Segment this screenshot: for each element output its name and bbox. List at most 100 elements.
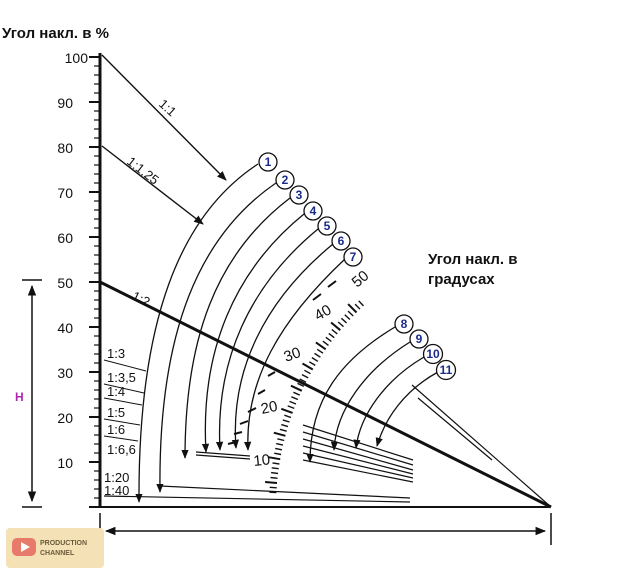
degree-tick-mark (293, 392, 299, 395)
degree-tick-mark (326, 337, 332, 341)
svg-text:9: 9 (416, 332, 423, 346)
degree-tick-mark (323, 341, 329, 345)
y-tick-60: 60 (57, 230, 73, 246)
svg-text:5: 5 (324, 219, 331, 233)
ratio-1-125: 1:1,25 (124, 154, 162, 188)
degree-tick-mark (280, 429, 287, 431)
marker-1: 1 (259, 153, 277, 171)
y-tick-100: 100 (65, 50, 89, 66)
marker-6: 6 (332, 232, 350, 250)
degree-tick-20: 20 (259, 398, 279, 418)
marker-9: 9 (410, 330, 428, 348)
degree-tick-30: 30 (282, 344, 303, 366)
degree-tick-mark (332, 330, 338, 334)
degree-tick-mark (274, 433, 286, 436)
y-tick-30: 30 (57, 365, 73, 381)
y-tick-50: 50 (57, 275, 73, 291)
marker-8: 8 (395, 315, 413, 333)
svg-text:4: 4 (310, 204, 317, 218)
svg-text:1: 1 (265, 155, 272, 169)
leader-marker-3 (185, 198, 290, 458)
height-dimension: H (15, 280, 42, 507)
marker-2: 2 (276, 171, 294, 189)
degree-tick-mark (271, 473, 278, 474)
slope-line-b (418, 398, 492, 460)
y-tick-40: 40 (57, 320, 73, 336)
leader-1-1 (102, 55, 226, 180)
y-axis-title: Угол накл. в % (2, 25, 109, 42)
leader-marker-1 (139, 164, 258, 502)
ratio-1-6-6: 1:6,6 (107, 442, 136, 457)
degree-tick-mark (316, 342, 326, 349)
svg-text:7: 7 (350, 250, 357, 264)
svg-text:11: 11 (440, 363, 453, 377)
degree-tick-mark (268, 457, 280, 459)
degree-tick-mark (272, 468, 279, 469)
ratio-1-4: 1:4 (107, 384, 125, 399)
degree-tick-mark (303, 364, 313, 370)
degree-tick-mark (275, 448, 282, 449)
degree-tick-mark (331, 323, 340, 331)
watermark-line2: CHANNEL (40, 550, 75, 557)
degree-tick-mark (315, 353, 321, 357)
ratio-1-6: 1:6 (107, 422, 125, 437)
percent-scale: 100 90 80 70 60 50 40 30 20 10 (57, 50, 100, 508)
svg-text:2: 2 (282, 173, 289, 187)
marker-5: 5 (318, 217, 336, 235)
degree-tick-mark (283, 420, 290, 422)
degree-tick-40: 40 (312, 301, 335, 324)
degree-tick-mark (276, 444, 283, 446)
degree-tick-mark (270, 487, 277, 488)
percent-minor-ticks (89, 57, 100, 507)
degree-tick-mark (329, 333, 335, 337)
svg-text:3: 3 (296, 188, 303, 202)
degree-tick-mark (271, 478, 278, 479)
degree-tick-mark (290, 401, 297, 404)
degree-tick-mark (274, 453, 281, 454)
y-tick-90: 90 (57, 95, 73, 111)
degree-tick-mark (348, 304, 356, 312)
y-tick-70: 70 (57, 185, 73, 201)
ratio-leaders (102, 55, 226, 224)
percent-tick-labels: 100 90 80 70 60 50 40 30 20 10 (57, 50, 88, 471)
marker-leaders (139, 164, 438, 502)
degree-tick-mark (281, 425, 288, 427)
degree-tick-mark (291, 397, 298, 400)
base-dimension (100, 507, 551, 545)
marker-3: 3 (290, 186, 308, 204)
degree-tick-mark (291, 386, 302, 391)
marker-4: 4 (304, 202, 322, 220)
slope-line-1-40 (104, 496, 410, 502)
watermark-logo: PRODUCTION CHANNEL (6, 528, 104, 568)
leader-marker-10 (356, 357, 424, 448)
degree-tick-mark (281, 409, 292, 413)
degree-tick-mark (355, 304, 360, 309)
degree-tick-mark (341, 318, 346, 323)
degree-tick-mark (348, 311, 353, 316)
leader-marker-5 (220, 229, 318, 450)
degree-scale-title-line2: градусах (428, 271, 495, 288)
leader-marker-2 (160, 183, 276, 492)
watermark-line1: PRODUCTION (40, 540, 87, 547)
degree-tick-mark (312, 358, 318, 362)
degree-tick-mark (302, 375, 308, 378)
y-tick-10: 10 (57, 455, 73, 471)
ratio-1-3: 1:3 (107, 346, 125, 361)
ratio-1-1: 1:1 (156, 96, 179, 119)
degree-tick-mark (309, 362, 315, 366)
degree-tick-mark (338, 322, 343, 327)
slope-line-1-20 (160, 486, 410, 498)
degree-tick-mark (284, 415, 291, 417)
ratio-1-5: 1:5 (107, 405, 125, 420)
degree-tick-mark (288, 406, 295, 409)
svg-text:8: 8 (401, 317, 408, 331)
degree-tick-mark (277, 439, 284, 441)
degree-tick-mark (304, 370, 310, 373)
degree-tick-mark (359, 301, 364, 306)
marker-7: 7 (344, 248, 362, 266)
degree-tick-10: 10 (253, 451, 271, 470)
marker-10: 10 (424, 345, 443, 364)
slope-line-a (412, 385, 551, 507)
